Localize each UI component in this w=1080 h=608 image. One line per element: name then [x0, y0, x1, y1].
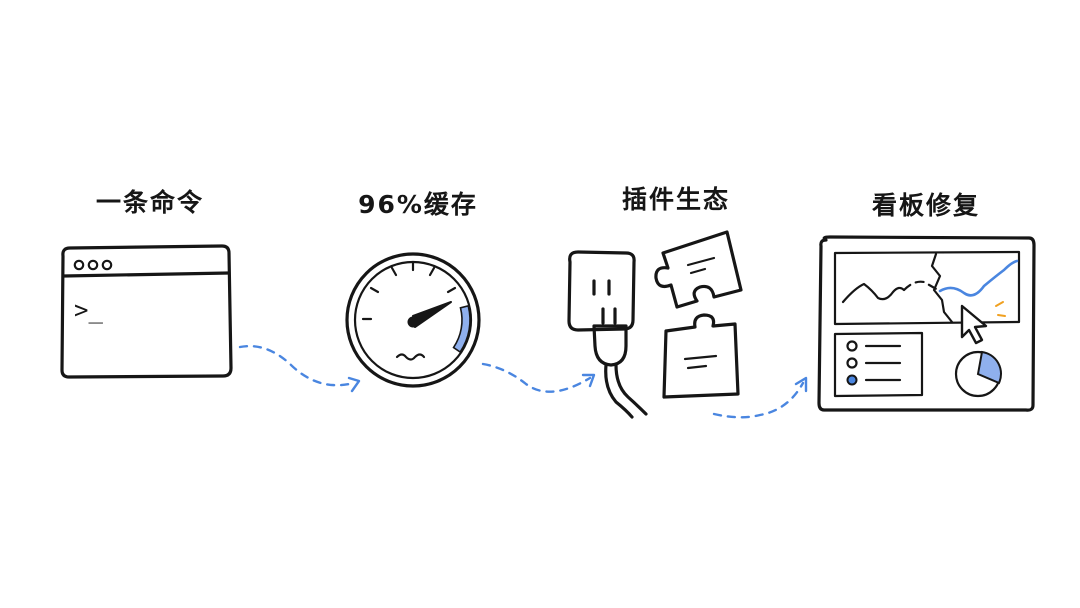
dashboard-repair-icon	[817, 235, 1036, 412]
gauge-hub	[407, 316, 419, 328]
step-label-cache: 96%缓存	[358, 190, 478, 219]
puzzle-piece-icon	[654, 230, 743, 309]
cursor-icon	[960, 304, 988, 345]
flow-arrow	[712, 376, 808, 419]
puzzle-piece-icon	[662, 313, 740, 399]
step-label-dashboard: 看板修复	[871, 191, 980, 220]
flow-arrow	[238, 344, 361, 393]
terminal-window-icon: >_	[60, 244, 233, 379]
step-label-plugins: 插件生态	[621, 185, 730, 214]
gauge-needle	[412, 301, 452, 328]
speedometer-gauge-icon	[345, 252, 481, 388]
gauge-level-fill	[452, 304, 471, 354]
gauge-ticks	[361, 260, 457, 321]
step-label-command: 一条命令	[95, 188, 204, 217]
terminal-prompt: >_	[74, 296, 103, 324]
window-dot-icon	[73, 259, 85, 271]
window-dot-icon	[87, 259, 99, 271]
window-dot-icon	[101, 259, 113, 271]
plug-and-puzzle-icon	[567, 230, 743, 419]
flow-arrow	[481, 362, 596, 393]
